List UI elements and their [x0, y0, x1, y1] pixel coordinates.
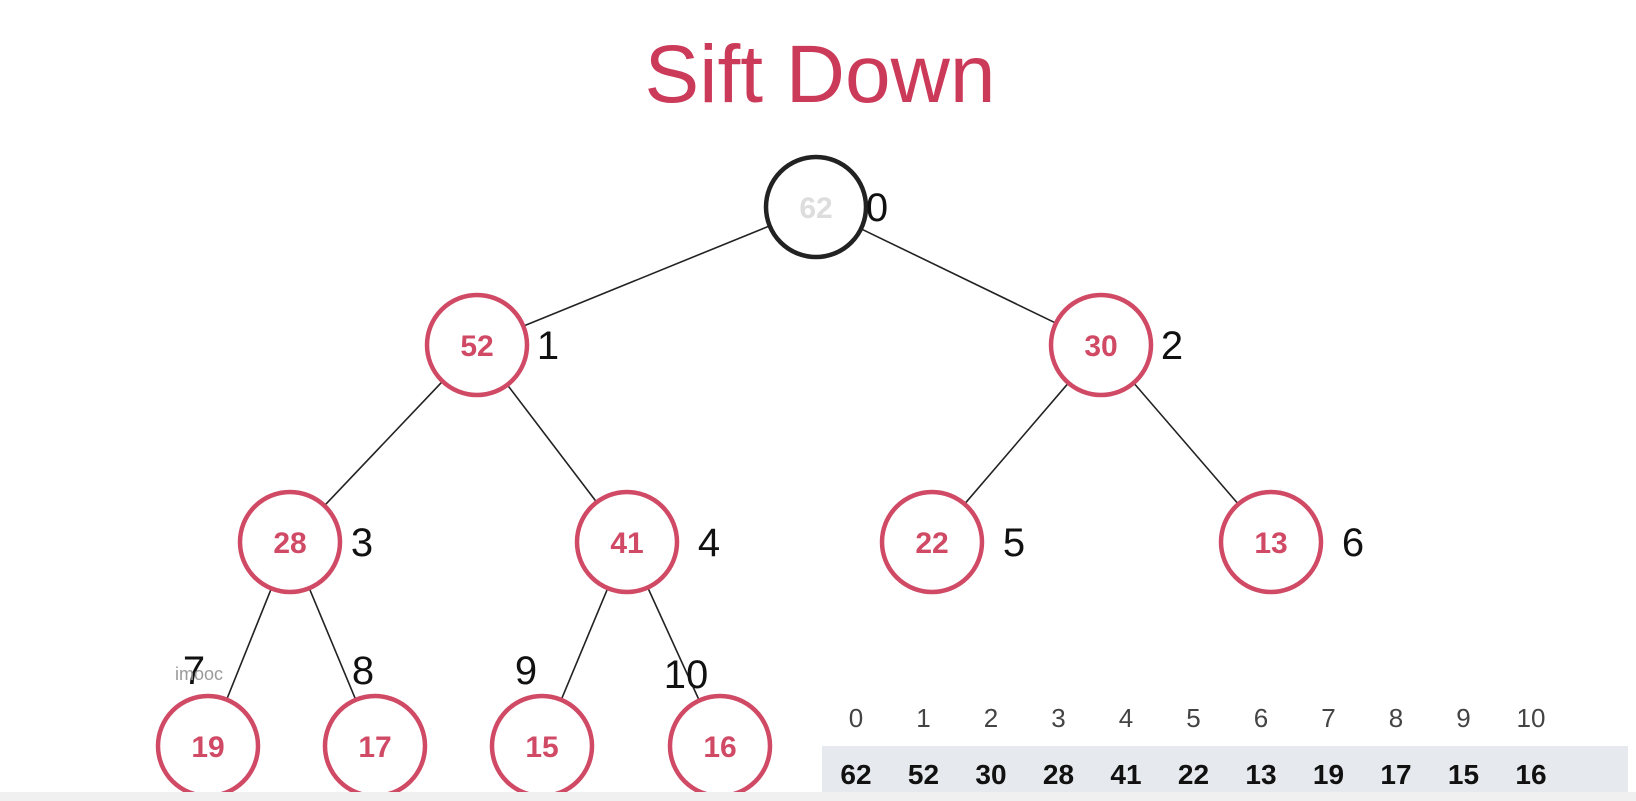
array-value-cell: 62 — [840, 759, 871, 790]
heap-node: 30 2 — [1048, 292, 1183, 398]
array-value-cell: 13 — [1245, 759, 1276, 790]
node-value: 17 — [358, 731, 391, 764]
heap-node: 15 9 — [489, 649, 595, 799]
node-value: 41 — [610, 527, 643, 560]
tree-edge — [963, 382, 1070, 505]
heap-node: 28 3 — [237, 489, 373, 595]
node-circle — [763, 154, 869, 260]
node-index-label: 5 — [1003, 521, 1025, 565]
node-circle — [1048, 292, 1154, 398]
array-value-cell: 52 — [908, 759, 939, 790]
node-index-label: 6 — [1342, 521, 1364, 565]
tree-edge — [308, 587, 357, 701]
array-index-label: 4 — [1119, 703, 1133, 733]
array-value-cell: 16 — [1515, 759, 1546, 790]
tree-edge — [860, 228, 1057, 324]
array-index-label: 10 — [1517, 703, 1546, 733]
array-index-label: 6 — [1254, 703, 1268, 733]
array-value-cell: 30 — [975, 759, 1006, 790]
node-value: 15 — [525, 731, 558, 764]
heap-node: 13 6 — [1218, 489, 1364, 595]
node-index-label: 3 — [351, 521, 373, 565]
node-index-label: 1 — [537, 324, 559, 368]
array-value-cell: 19 — [1313, 759, 1344, 790]
heap-node: 41 4 — [574, 489, 720, 595]
node-value: 30 — [1084, 330, 1117, 363]
heap-node: 52 1 — [424, 292, 559, 398]
node-value: 19 — [191, 731, 224, 764]
array-index-label: 2 — [984, 703, 998, 733]
node-value: 62 — [799, 192, 832, 225]
heap-node: 62 0 — [763, 154, 888, 260]
node-index-label: 8 — [352, 649, 374, 693]
tree-edge — [323, 380, 444, 507]
array-value-cell: 41 — [1110, 759, 1141, 790]
node-circle — [574, 489, 680, 595]
node-value: 28 — [273, 527, 306, 560]
node-index-label: 2 — [1161, 324, 1183, 368]
tree-edge — [523, 225, 770, 327]
node-value: 22 — [915, 527, 948, 560]
page-title: Sift Down — [645, 29, 996, 120]
tree-edge — [1133, 382, 1239, 505]
node-index-label: 10 — [664, 653, 709, 697]
heap-node: 22 5 — [879, 489, 1025, 595]
bottom-bar — [0, 792, 1636, 801]
node-circle — [1218, 489, 1324, 595]
node-index-label: 7 — [183, 649, 205, 693]
tree-edge — [506, 384, 598, 503]
node-value: 52 — [460, 330, 493, 363]
watermark-text: imooc — [175, 664, 223, 684]
array-index-label: 9 — [1456, 703, 1470, 733]
tree-edge — [560, 587, 609, 701]
node-circle — [237, 489, 343, 595]
node-index-label: 4 — [698, 521, 720, 565]
array-value-cell: 28 — [1043, 759, 1074, 790]
array-value-cell: 15 — [1448, 759, 1479, 790]
array-value-cell: 17 — [1380, 759, 1411, 790]
node-value: 13 — [1254, 527, 1287, 560]
array-index-label: 0 — [849, 703, 863, 733]
array-index-label: 7 — [1321, 703, 1335, 733]
node-circle — [879, 489, 985, 595]
array-index-label: 1 — [916, 703, 930, 733]
node-index-label: 9 — [515, 649, 537, 693]
array-table: 0 1 2 3 4 5 6 7 8 9 10 62 52 30 28 41 22 13 19 17 15 16 — [822, 703, 1628, 801]
array-index-label: 3 — [1051, 703, 1065, 733]
array-value-cell: 22 — [1178, 759, 1209, 790]
array-index-label: 8 — [1389, 703, 1403, 733]
node-value: 16 — [703, 731, 736, 764]
tree-edge — [647, 587, 700, 701]
array-values-background — [822, 746, 1628, 801]
heap-node: 17 8 — [322, 649, 428, 799]
array-index-label: 5 — [1186, 703, 1200, 733]
tree-edges — [225, 225, 1239, 701]
heap-node: 19 7 — [155, 649, 261, 799]
node-index-label: 0 — [866, 186, 888, 230]
node-circle — [424, 292, 530, 398]
tree-edge — [225, 588, 273, 700]
